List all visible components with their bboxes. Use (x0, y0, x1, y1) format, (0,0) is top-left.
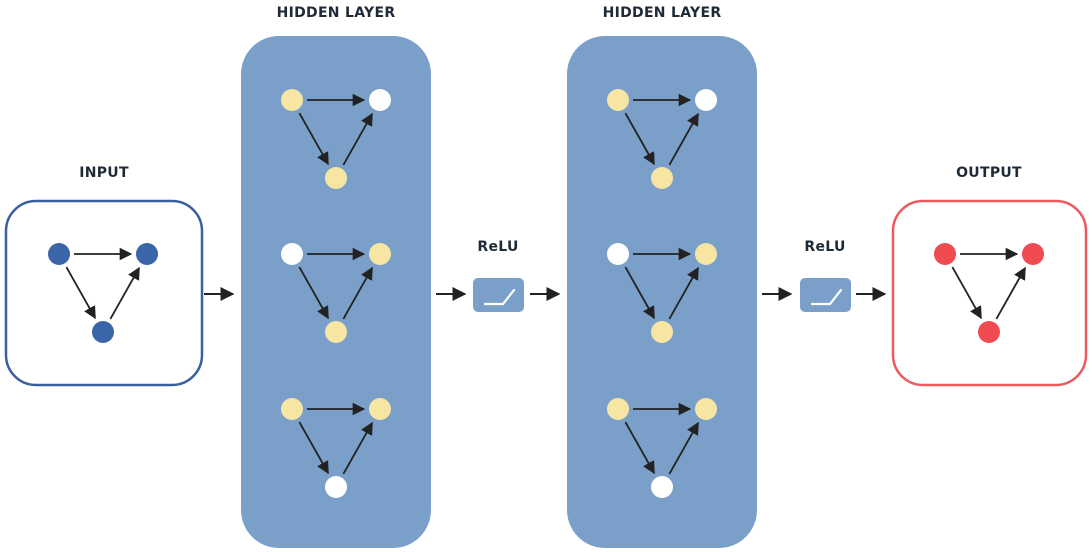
input-graph-node-top-left (48, 243, 70, 265)
relu-1-curve (483, 288, 516, 306)
hidden-1-graph-2-node-top-left (281, 243, 303, 265)
hidden-2-graph-3-node-bottom (651, 476, 673, 498)
hidden-1-graph-3-node-bottom (325, 476, 347, 498)
hidden-2-graph-2-node-bottom (651, 321, 673, 343)
output-graph-box (891, 199, 1088, 387)
output-graph-node-bottom (978, 321, 1000, 343)
hidden-1-graph-3-node-top-left (281, 398, 303, 420)
relu-2-curve (810, 288, 843, 306)
input-graph-node-top-right (136, 243, 158, 265)
hidden-layer-2-panel (567, 36, 757, 548)
hidden-2-graph-3-node-top-left (607, 398, 629, 420)
hidden-2-graph-3-node-top-right (695, 398, 717, 420)
hidden-layer-2-label: HIDDEN LAYER (603, 5, 722, 21)
hidden-layer-1-panel (241, 36, 431, 548)
output-graph-edge-right (995, 266, 1026, 320)
hidden-1-graph-2-edge-left (298, 266, 329, 320)
hidden-1-graph-1-edge-right (342, 112, 373, 166)
hidden-1-graph-2-edge-right (342, 266, 373, 320)
relu-1-label: ReLU (477, 239, 518, 255)
hidden-1-graph-1-node-bottom (325, 167, 347, 189)
input-graph-node-bottom (92, 321, 114, 343)
graph-nodes-layer (48, 89, 1044, 498)
hidden-2-graph-3-edge-right (668, 421, 699, 475)
output-graph-node-top-left (934, 243, 956, 265)
hidden-2-graph-2-edge-left (624, 266, 655, 320)
input-label: INPUT (79, 165, 129, 181)
hidden-1-graph-1-edge-left (298, 112, 329, 166)
input-graph-edge-right (109, 266, 140, 320)
hidden-2-graph-2-edge-right (668, 266, 699, 320)
hidden-2-graph-1-node-top-right (695, 89, 717, 111)
hidden-1-graph-2-node-top-right (369, 243, 391, 265)
hidden-1-graph-2-node-bottom (325, 321, 347, 343)
hidden-1-graph-3-edge-right (342, 421, 373, 475)
relu-1-box (473, 278, 524, 312)
hidden-2-graph-3-edge-left (624, 421, 655, 475)
relu-2-box (800, 278, 851, 312)
input-graph-edge-left (65, 266, 96, 320)
output-graph-node-top-right (1022, 243, 1044, 265)
hidden-1-graph-1-node-top-left (281, 89, 303, 111)
relu-2-label: ReLU (804, 239, 845, 255)
output-label: OUTPUT (956, 165, 1022, 181)
hidden-2-graph-1-edge-left (624, 112, 655, 166)
hidden-layer-1-label: HIDDEN LAYER (277, 5, 396, 21)
output-graph-edge-left (951, 266, 982, 320)
input-graph-box (4, 199, 204, 387)
hidden-2-graph-1-node-top-left (607, 89, 629, 111)
hidden-2-graph-1-edge-right (668, 112, 699, 166)
hidden-1-graph-3-edge-left (298, 421, 329, 475)
hidden-2-graph-2-node-top-left (607, 243, 629, 265)
hidden-2-graph-2-node-top-right (695, 243, 717, 265)
hidden-1-graph-1-node-top-right (369, 89, 391, 111)
hidden-1-graph-3-node-top-right (369, 398, 391, 420)
hidden-2-graph-1-node-bottom (651, 167, 673, 189)
